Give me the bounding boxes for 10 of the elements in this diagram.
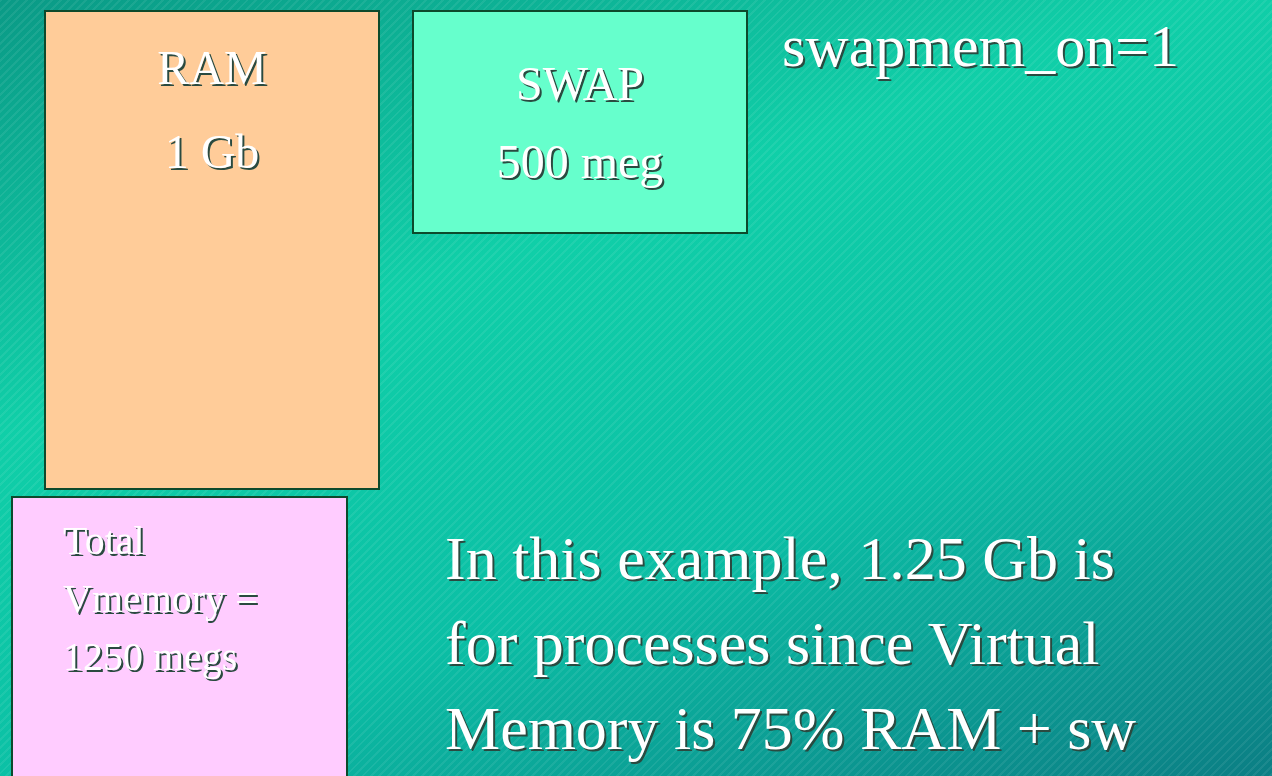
block-label: Total Vmemory = 1250 megs [63, 517, 259, 681]
block-heading: RAM [156, 40, 268, 96]
parameter-label: swapmem_on=1 [782, 12, 1181, 81]
block-label: 500 meg [495, 134, 665, 190]
block-heading: SWAP [514, 56, 645, 112]
memory-block [11, 496, 348, 776]
memory-block [44, 10, 380, 490]
explanation-text: In this example, 1.25 Gb is for processes since Virtual Memory is 75% RAM + sw [445, 523, 1138, 764]
memory-block [412, 10, 748, 234]
block-label: 1 Gb [163, 124, 261, 180]
